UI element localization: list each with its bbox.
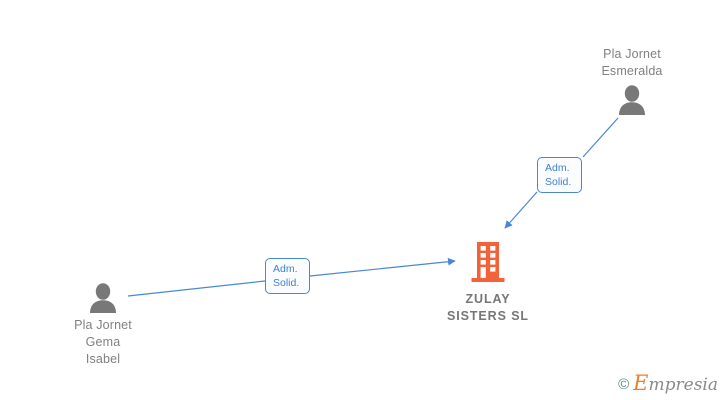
edge-gema-company — [127, 257, 456, 297]
node-label-company: ZULAY SISTERS SL — [447, 292, 529, 323]
node-person-esmeralda[interactable]: Pla Jornet Esmeralda — [557, 46, 707, 115]
brand-rest: mpresia — [648, 375, 719, 395]
brand-wordmark: Empresia — [633, 373, 719, 395]
person-icon — [614, 85, 650, 115]
node-label-esmeralda: Pla Jornet Esmeralda — [601, 47, 663, 78]
edge-label-adm-solid-bottom[interactable]: Adm. Solid. — [265, 258, 310, 294]
brand-initial: E — [633, 371, 649, 395]
edge-esmeralda-company — [504, 117, 619, 229]
edge-label-adm-solid-top[interactable]: Adm. Solid. — [537, 157, 582, 193]
person-icon — [85, 283, 121, 313]
node-label-gema-isabel: Pla Jornet Gema Isabel — [74, 318, 132, 366]
copyright-icon: © — [618, 376, 630, 393]
node-company-zulay-sisters-sl[interactable]: ZULAY SISTERS SL — [413, 239, 563, 325]
building-icon — [466, 239, 510, 285]
watermark-empresia: © Empresia — [618, 373, 719, 395]
node-person-gema-isabel[interactable]: Pla Jornet Gema Isabel — [28, 283, 178, 368]
